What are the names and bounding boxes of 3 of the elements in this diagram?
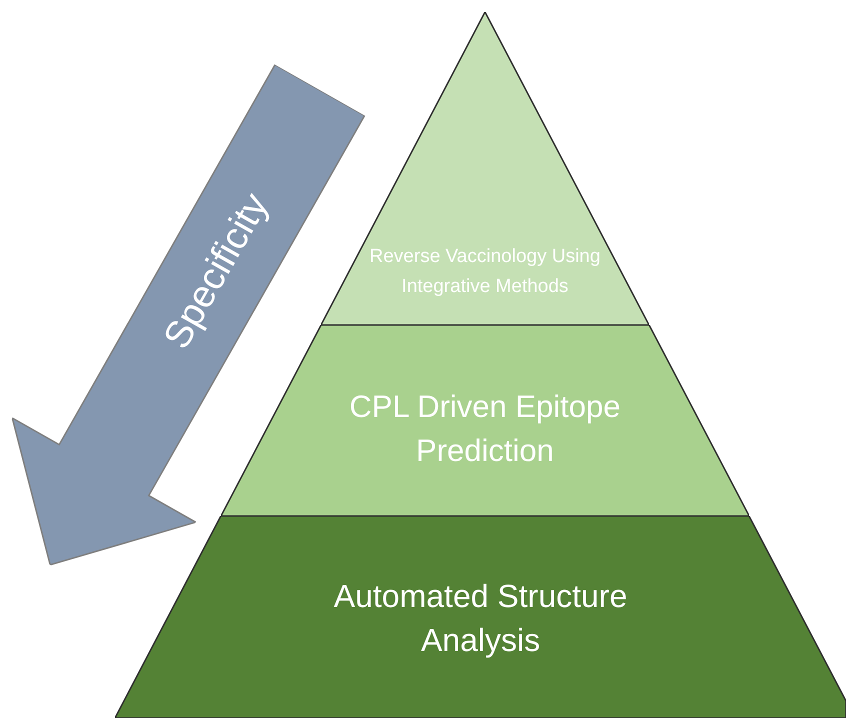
- tier-label: Reverse Vaccinology Using Integrative Methods: [368, 245, 602, 299]
- tier-label: CPL Driven Epitope Prediction: [348, 388, 622, 470]
- tier-label: Automated Structure Analysis: [332, 577, 628, 660]
